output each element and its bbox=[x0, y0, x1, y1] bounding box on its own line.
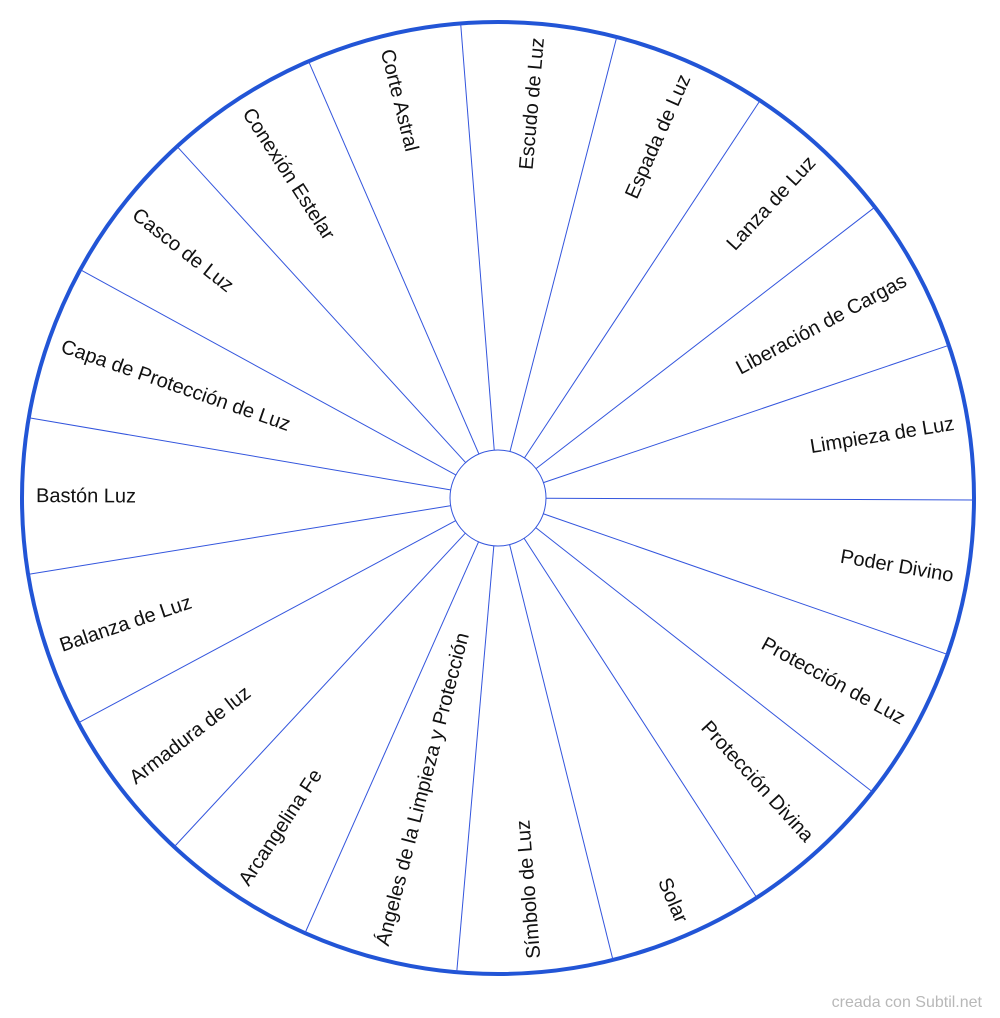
sector-divider bbox=[78, 519, 458, 724]
sector-divider bbox=[28, 417, 453, 491]
sector-divider bbox=[456, 543, 495, 973]
sector-dividers bbox=[28, 23, 974, 973]
sector-divider bbox=[522, 100, 761, 460]
sector-divider bbox=[80, 269, 458, 477]
sector-divider bbox=[533, 526, 873, 793]
wheel-center-hub bbox=[449, 449, 547, 547]
sector-divider bbox=[541, 512, 948, 655]
sector-divider bbox=[304, 539, 480, 934]
sector-divider bbox=[543, 497, 974, 501]
sector-divider bbox=[508, 36, 618, 454]
sector-divider bbox=[534, 206, 876, 471]
sector-divider bbox=[173, 531, 468, 848]
sector-divider bbox=[308, 61, 481, 456]
credit-text: creada con Subtil.net bbox=[831, 994, 982, 1011]
sector-divider bbox=[508, 542, 614, 961]
sector-divider bbox=[460, 23, 495, 453]
sector-label: Bastón Luz bbox=[36, 485, 136, 507]
sector-divider bbox=[176, 146, 468, 465]
sector-divider bbox=[28, 504, 453, 575]
sector-divider bbox=[522, 536, 758, 898]
sector-divider bbox=[541, 344, 950, 484]
